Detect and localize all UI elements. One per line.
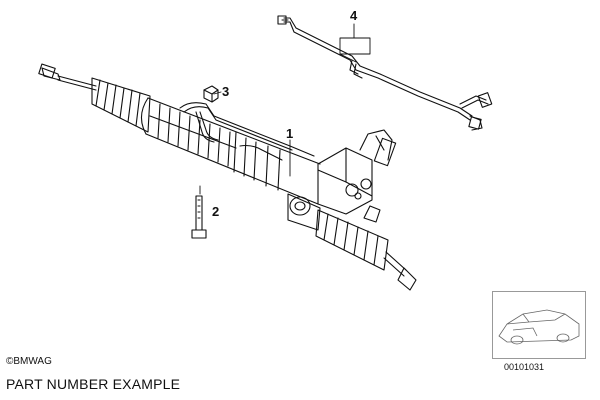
- bolt: [191, 195, 207, 239]
- right-tie-rod: [383, 251, 417, 291]
- car-silhouette-icon: [498, 309, 580, 345]
- hydraulic-line-assembly: [277, 15, 493, 131]
- rack-housing: [140, 97, 321, 205]
- copyright-label: ©BMWAG: [6, 356, 52, 367]
- caption: PART NUMBER EXAMPLE: [6, 376, 181, 392]
- vehicle-thumbnail: [492, 291, 586, 359]
- nut: [203, 85, 219, 103]
- left-bellow-boot: [91, 77, 151, 133]
- callout-3: 3: [222, 84, 230, 99]
- right-bellow-boot: [315, 209, 389, 271]
- callout-1: 1: [286, 126, 294, 141]
- callout-2: 2: [212, 204, 220, 219]
- hydraulic-lines-on-rack: [179, 102, 315, 161]
- valve-housing: [317, 129, 397, 223]
- callout-4: 4: [350, 8, 358, 23]
- left-tie-rod: [38, 63, 97, 91]
- reference-number: 00101031: [504, 362, 545, 372]
- right-mount-collar: [287, 193, 321, 231]
- leader-lines: [199, 23, 371, 195]
